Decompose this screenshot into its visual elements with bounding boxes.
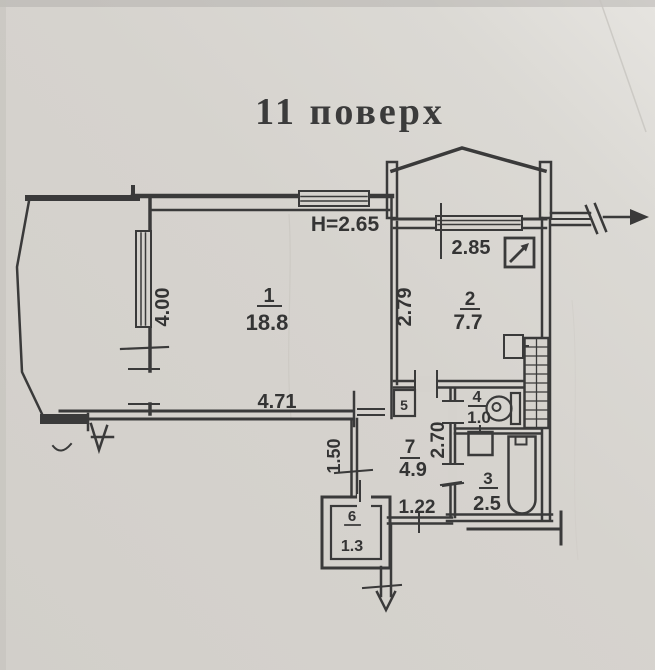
bathtub-icon <box>507 435 537 515</box>
dimension-tick <box>439 480 463 487</box>
room-2-area: 7.7 <box>453 311 482 334</box>
room-4-number: 4 <box>473 389 482 406</box>
room-6-area: 1.3 <box>341 538 363 555</box>
wall-break-bottom-left <box>86 412 115 455</box>
bottom-right-wall <box>466 510 563 546</box>
room-1-number: 1 <box>263 285 274 307</box>
room-1-area: 18.8 <box>246 310 289 335</box>
bath-bottom-wall <box>445 513 554 523</box>
dim-kitchen-width: 2.85 <box>452 237 491 259</box>
dimension-tick <box>333 468 374 475</box>
window-kitchen <box>435 215 523 231</box>
door-jamb <box>441 481 465 488</box>
sink-icon <box>467 425 494 457</box>
window-room1-left <box>135 230 152 328</box>
bath-left-wall <box>441 386 465 519</box>
dimension-tick <box>361 583 403 590</box>
entry-arrow-right <box>549 202 649 235</box>
dim-hall-nook: 1.50 <box>324 438 344 473</box>
room1-bottom-wall <box>58 390 385 428</box>
balcony-kitchen <box>385 146 553 220</box>
paper-crease <box>288 213 292 419</box>
vent-shaft <box>523 336 550 430</box>
dim-room1-depth: 4.00 <box>152 288 174 327</box>
room-4-area: 1.0 <box>467 408 491 427</box>
floor-title: 11 поверх <box>255 91 445 133</box>
room-7-number: 7 <box>405 437 416 458</box>
dim-kitchen-depth: 2.79 <box>394 288 416 327</box>
arrowhead <box>375 590 397 613</box>
room-5-number: 5 <box>400 397 408 413</box>
window-room1-top <box>298 190 370 207</box>
hall-bottom-wall <box>386 512 454 533</box>
room1-kitchen-wall <box>390 194 399 420</box>
dim-room1-width: 4.71 <box>258 391 297 413</box>
stove-icon <box>503 334 529 359</box>
dimension-tick <box>119 345 170 351</box>
walls <box>15 146 649 613</box>
wall-break <box>593 202 608 233</box>
room-number-underlines <box>257 305 498 526</box>
room-3-area: 2.5 <box>473 493 501 515</box>
labels: H=2.65 1 18.8 2 7.7 3 2.5 4 1.0 5 6 1.3 … <box>152 213 501 555</box>
entry-arrow-down <box>361 522 403 613</box>
ceiling-height-note: H=2.65 <box>311 213 380 236</box>
room-7-area: 4.9 <box>399 459 427 481</box>
paper-crease <box>599 0 647 133</box>
kitchen-top-wall <box>392 203 548 259</box>
arrowhead <box>630 209 649 225</box>
wall-break <box>584 204 599 235</box>
room1-left-wall <box>119 194 170 416</box>
room-3-number: 3 <box>483 469 492 488</box>
room1-top-wall <box>130 185 395 212</box>
toilet-icon <box>485 391 522 426</box>
paper-crease <box>571 299 579 561</box>
room-2-number: 2 <box>465 289 476 310</box>
hall-left-wall <box>333 417 374 499</box>
balcony-mark <box>51 442 73 452</box>
dim-hall-width: 1.22 <box>399 497 436 518</box>
closet5-walls <box>392 388 417 418</box>
room-6-number: 6 <box>348 508 356 525</box>
vent-arrow-icon <box>503 236 536 269</box>
dim-hall-depth: 2.70 <box>428 422 449 459</box>
